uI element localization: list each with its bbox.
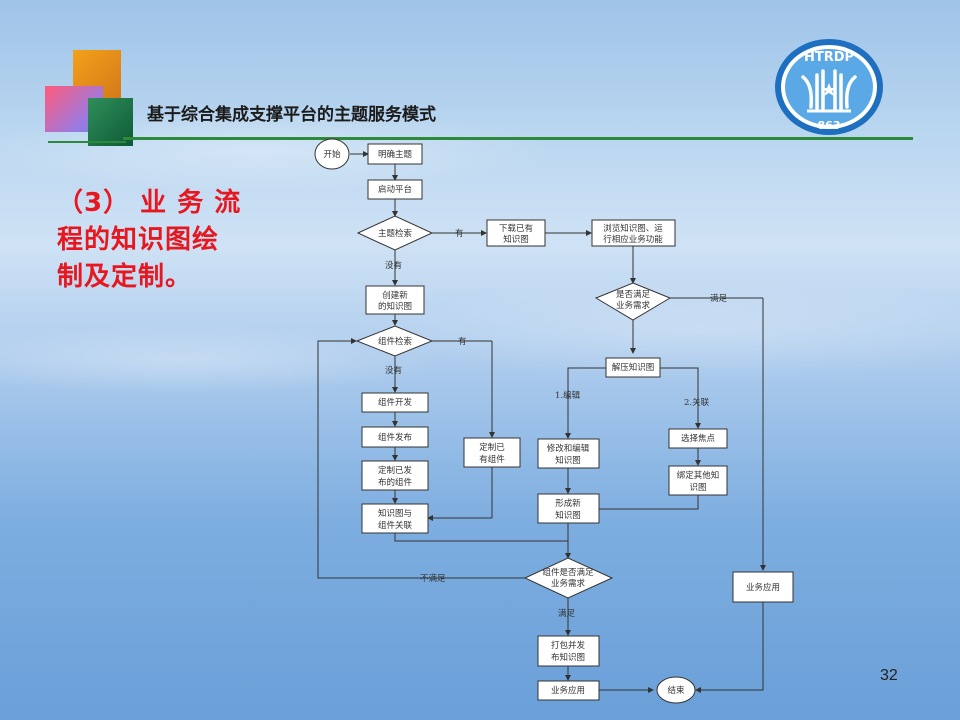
label-yes-1: 有 xyxy=(455,228,464,239)
left-underline xyxy=(48,141,126,143)
svg-text:是否满足: 是否满足 xyxy=(616,289,651,300)
svg-text:知识图与: 知识图与 xyxy=(378,508,412,519)
select-node-box: 选择焦点 xyxy=(668,428,728,449)
page-number: 32 xyxy=(880,667,898,684)
section-heading: （3） 业 务 流 程的知识图绘 制及定制。 xyxy=(57,185,267,296)
develop-component-box: 组件开发 xyxy=(361,392,429,413)
label-associate-text: 2.关联 xyxy=(684,397,710,408)
svg-text:组件开发: 组件开发 xyxy=(378,397,413,408)
svg-text:修改和编辑: 修改和编辑 xyxy=(547,443,590,454)
svg-text:组件关联: 组件关联 xyxy=(378,520,413,531)
business-app-right-box: 业务应用 xyxy=(732,571,794,603)
map-component-link-box: 知识图与 组件关联 xyxy=(361,503,429,534)
svg-text:识图: 识图 xyxy=(689,483,706,493)
label-edit: 1.编辑 xyxy=(555,390,581,401)
svg-text:选择焦点: 选择焦点 xyxy=(681,433,716,444)
svg-text:业务需求: 业务需求 xyxy=(551,578,586,589)
svg-text:启动平台: 启动平台 xyxy=(378,184,412,195)
svg-text:组件是否满足: 组件是否满足 xyxy=(542,567,594,578)
svg-text:主题检索: 主题检索 xyxy=(378,228,412,239)
svg-text:绑定其他知: 绑定其他知 xyxy=(677,470,720,481)
customize-existing-box: 定制已 有组件 xyxy=(463,437,521,468)
slide-title: 基于综合集成支撑平台的主题服务模式 xyxy=(147,105,436,125)
svg-text:定制已发: 定制已发 xyxy=(378,465,413,476)
svg-text:业务应用: 业务应用 xyxy=(551,685,585,696)
meets-need-decision: 是否满足 业务需求 xyxy=(594,282,672,321)
heading-line-2: 程的知识图绘 xyxy=(57,225,220,255)
create-new-box: 创建新 的知识图 xyxy=(365,285,425,315)
svg-text:布的组件: 布的组件 xyxy=(378,477,413,488)
clarify-topic-box: 明确主题 xyxy=(367,143,423,165)
label-not-satisfied: 不满足 xyxy=(420,573,446,584)
flow-connectors xyxy=(317,151,766,693)
business-app-bottom-box: 业务应用 xyxy=(537,680,600,701)
package-publish-box: 打包并发 布知识图 xyxy=(537,635,600,667)
title-underline xyxy=(123,137,913,140)
svg-text:组件检索: 组件检索 xyxy=(378,336,412,347)
component-meets-need-decision: 组件是否满足 业务需求 xyxy=(523,557,614,599)
start-node: 开始 xyxy=(314,138,350,170)
svg-text:业务需求: 业务需求 xyxy=(616,300,651,311)
svg-text:浏览知识图、运: 浏览知识图、运 xyxy=(603,223,663,234)
heading-line-1: （3） 业 务 流 xyxy=(57,188,242,218)
label-satisfied-1: 满足 xyxy=(710,293,728,304)
customize-published-box: 定制已发 布的组件 xyxy=(361,460,429,491)
svg-text:知识图: 知识图 xyxy=(555,510,581,521)
decompose-map-box: 解压知识图 xyxy=(605,357,661,378)
svg-text:业务应用: 业务应用 xyxy=(746,582,780,593)
logo-text-bottom: 863 xyxy=(818,119,841,132)
logo-text-top: HTRDP xyxy=(804,50,854,65)
modify-edit-box: 修改和编辑 知识图 xyxy=(537,438,600,469)
svg-text:的知识图: 的知识图 xyxy=(378,301,412,312)
download-existing-box: 下载已有 知识图 xyxy=(486,219,546,247)
heading-line-3: 制及定制。 xyxy=(57,262,193,292)
svg-text:解压知识图: 解压知识图 xyxy=(612,362,655,373)
svg-text:行相应业务功能: 行相应业务功能 xyxy=(603,234,663,245)
label-no-2: 没有 xyxy=(385,365,402,376)
svg-text:知识图: 知识图 xyxy=(555,455,581,466)
svg-text:组件发布: 组件发布 xyxy=(378,432,412,443)
form-new-box: 形成新 知识图 xyxy=(537,493,600,524)
label-satisfied-2: 满足 xyxy=(558,608,576,619)
end-node: 结束 xyxy=(656,676,696,704)
svg-text:知识图: 知识图 xyxy=(503,234,529,245)
publish-component-box: 组件发布 xyxy=(361,426,429,448)
launch-platform-box: 启动平台 xyxy=(367,179,423,200)
htrdp-863-logo: HTRDP 863 xyxy=(775,39,883,135)
svg-text:打包并发: 打包并发 xyxy=(551,640,586,651)
svg-text:布知识图: 布知识图 xyxy=(551,652,585,663)
end-label: 结束 xyxy=(667,685,685,696)
browse-map-box: 浏览知识图、运 行相应业务功能 xyxy=(591,219,676,247)
svg-text:下载已有: 下载已有 xyxy=(499,223,533,234)
label-yes-2: 有 xyxy=(458,336,467,347)
bind-other-box: 绑定其他知 识图 xyxy=(668,465,728,496)
svg-text:形成新: 形成新 xyxy=(555,498,581,509)
label-no-1: 没有 xyxy=(385,260,402,271)
svg-text:创建新: 创建新 xyxy=(382,290,408,301)
svg-text:明确主题: 明确主题 xyxy=(378,149,413,160)
start-label: 开始 xyxy=(323,149,341,160)
topic-search-decision: 主题检索 xyxy=(356,215,434,251)
svg-text:定制已: 定制已 xyxy=(479,442,505,453)
component-search-decision: 组件检索 xyxy=(355,325,434,357)
svg-text:有组件: 有组件 xyxy=(479,454,505,465)
